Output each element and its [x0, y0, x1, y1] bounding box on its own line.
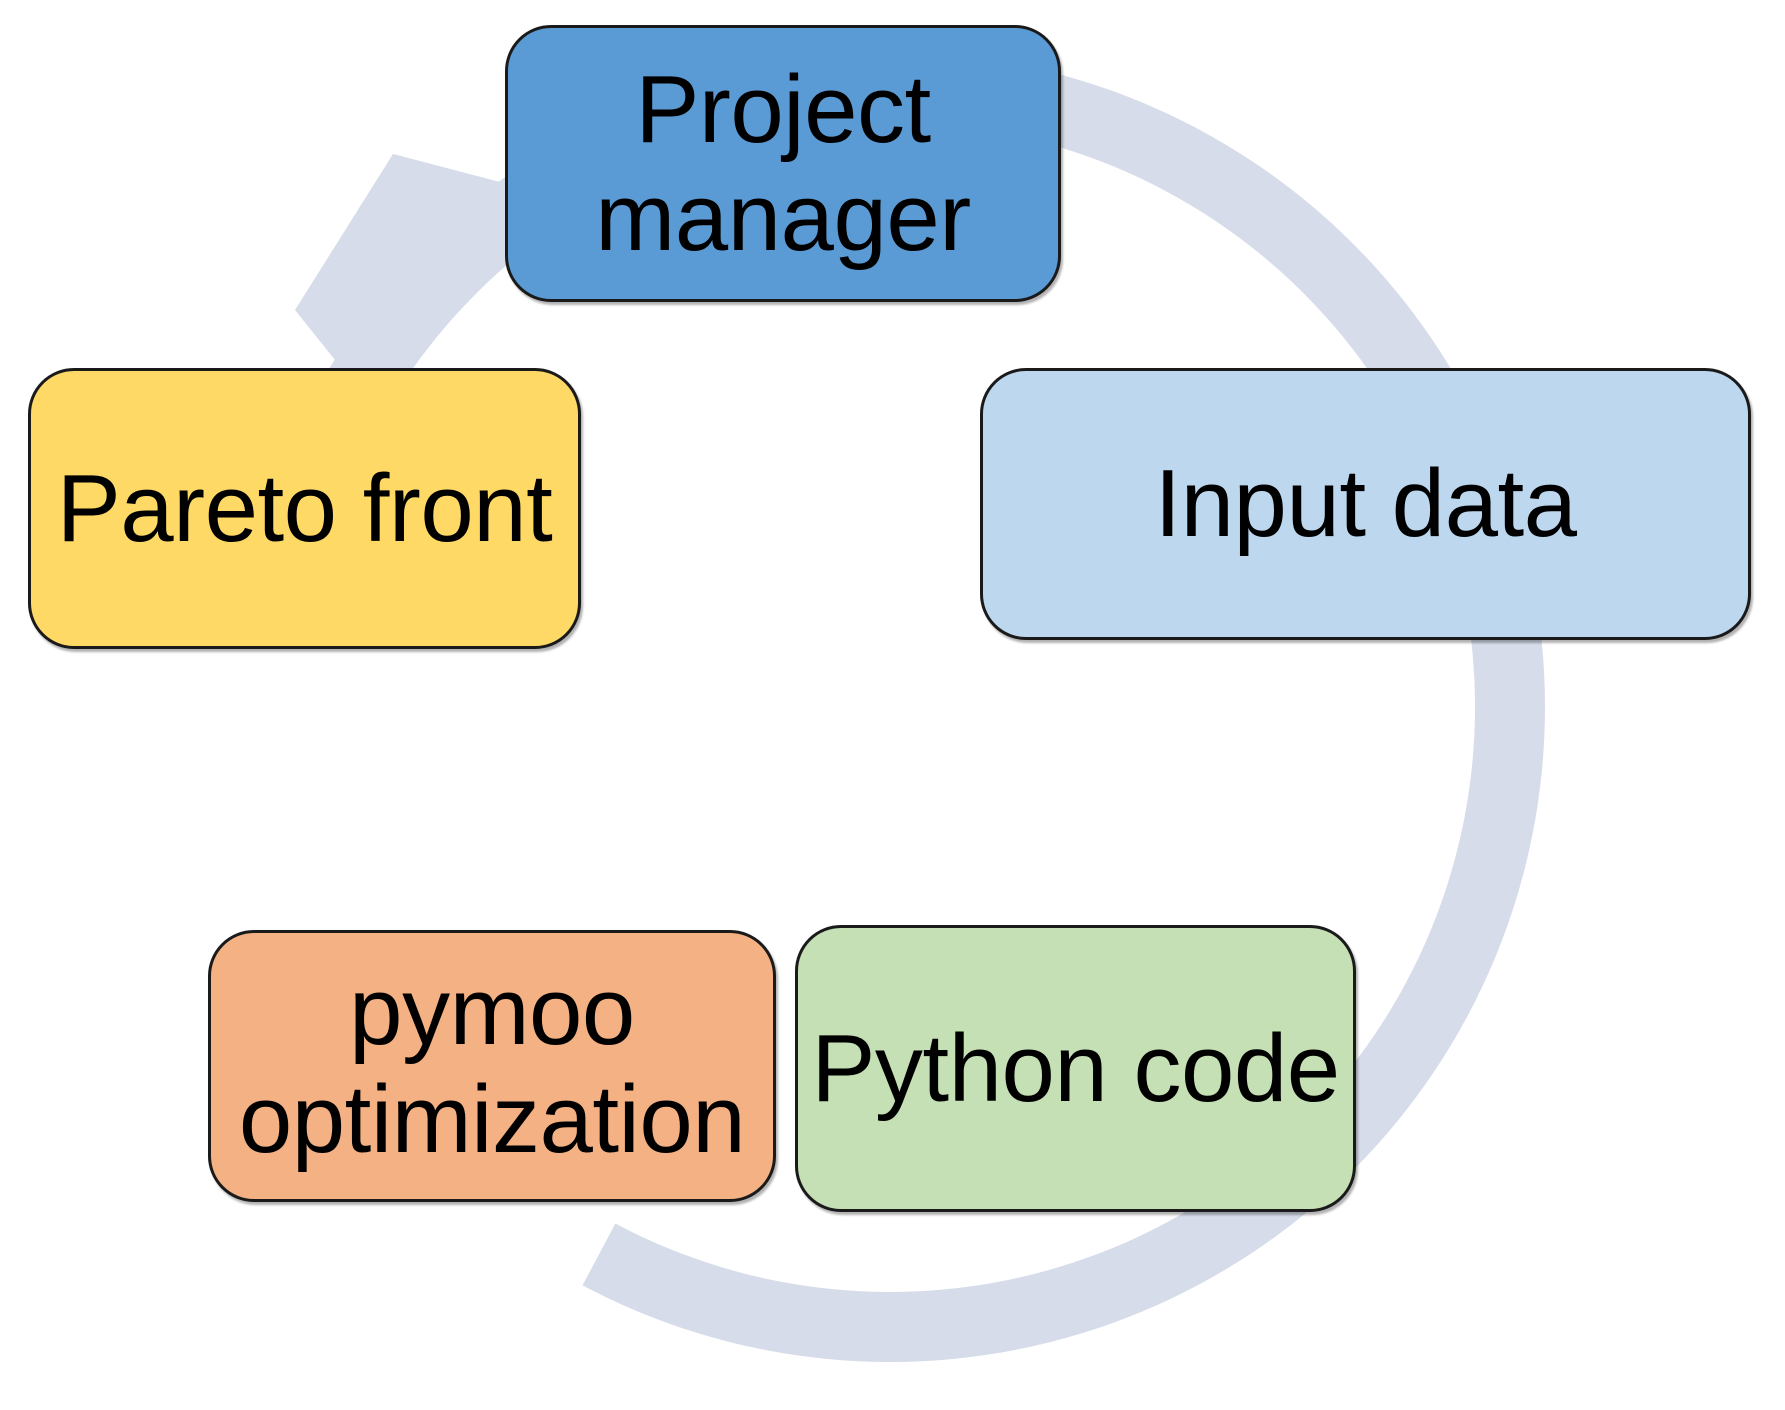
- node-project-manager[interactable]: Project manager: [505, 25, 1061, 302]
- node-pareto-front-label: Pareto front: [56, 454, 553, 562]
- node-project-manager-label: Project manager: [595, 55, 971, 271]
- node-input-data-label: Input data: [1154, 450, 1577, 558]
- node-pareto-front[interactable]: Pareto front: [28, 368, 581, 649]
- node-pymoo-optimization-label: pymoo optimization: [238, 958, 746, 1173]
- node-pymoo-optimization[interactable]: pymoo optimization: [208, 930, 776, 1202]
- node-input-data[interactable]: Input data: [980, 368, 1751, 640]
- node-python-code[interactable]: Python code: [795, 925, 1356, 1212]
- cycle-arrow-head: [295, 154, 501, 390]
- node-python-code-label: Python code: [811, 1014, 1340, 1122]
